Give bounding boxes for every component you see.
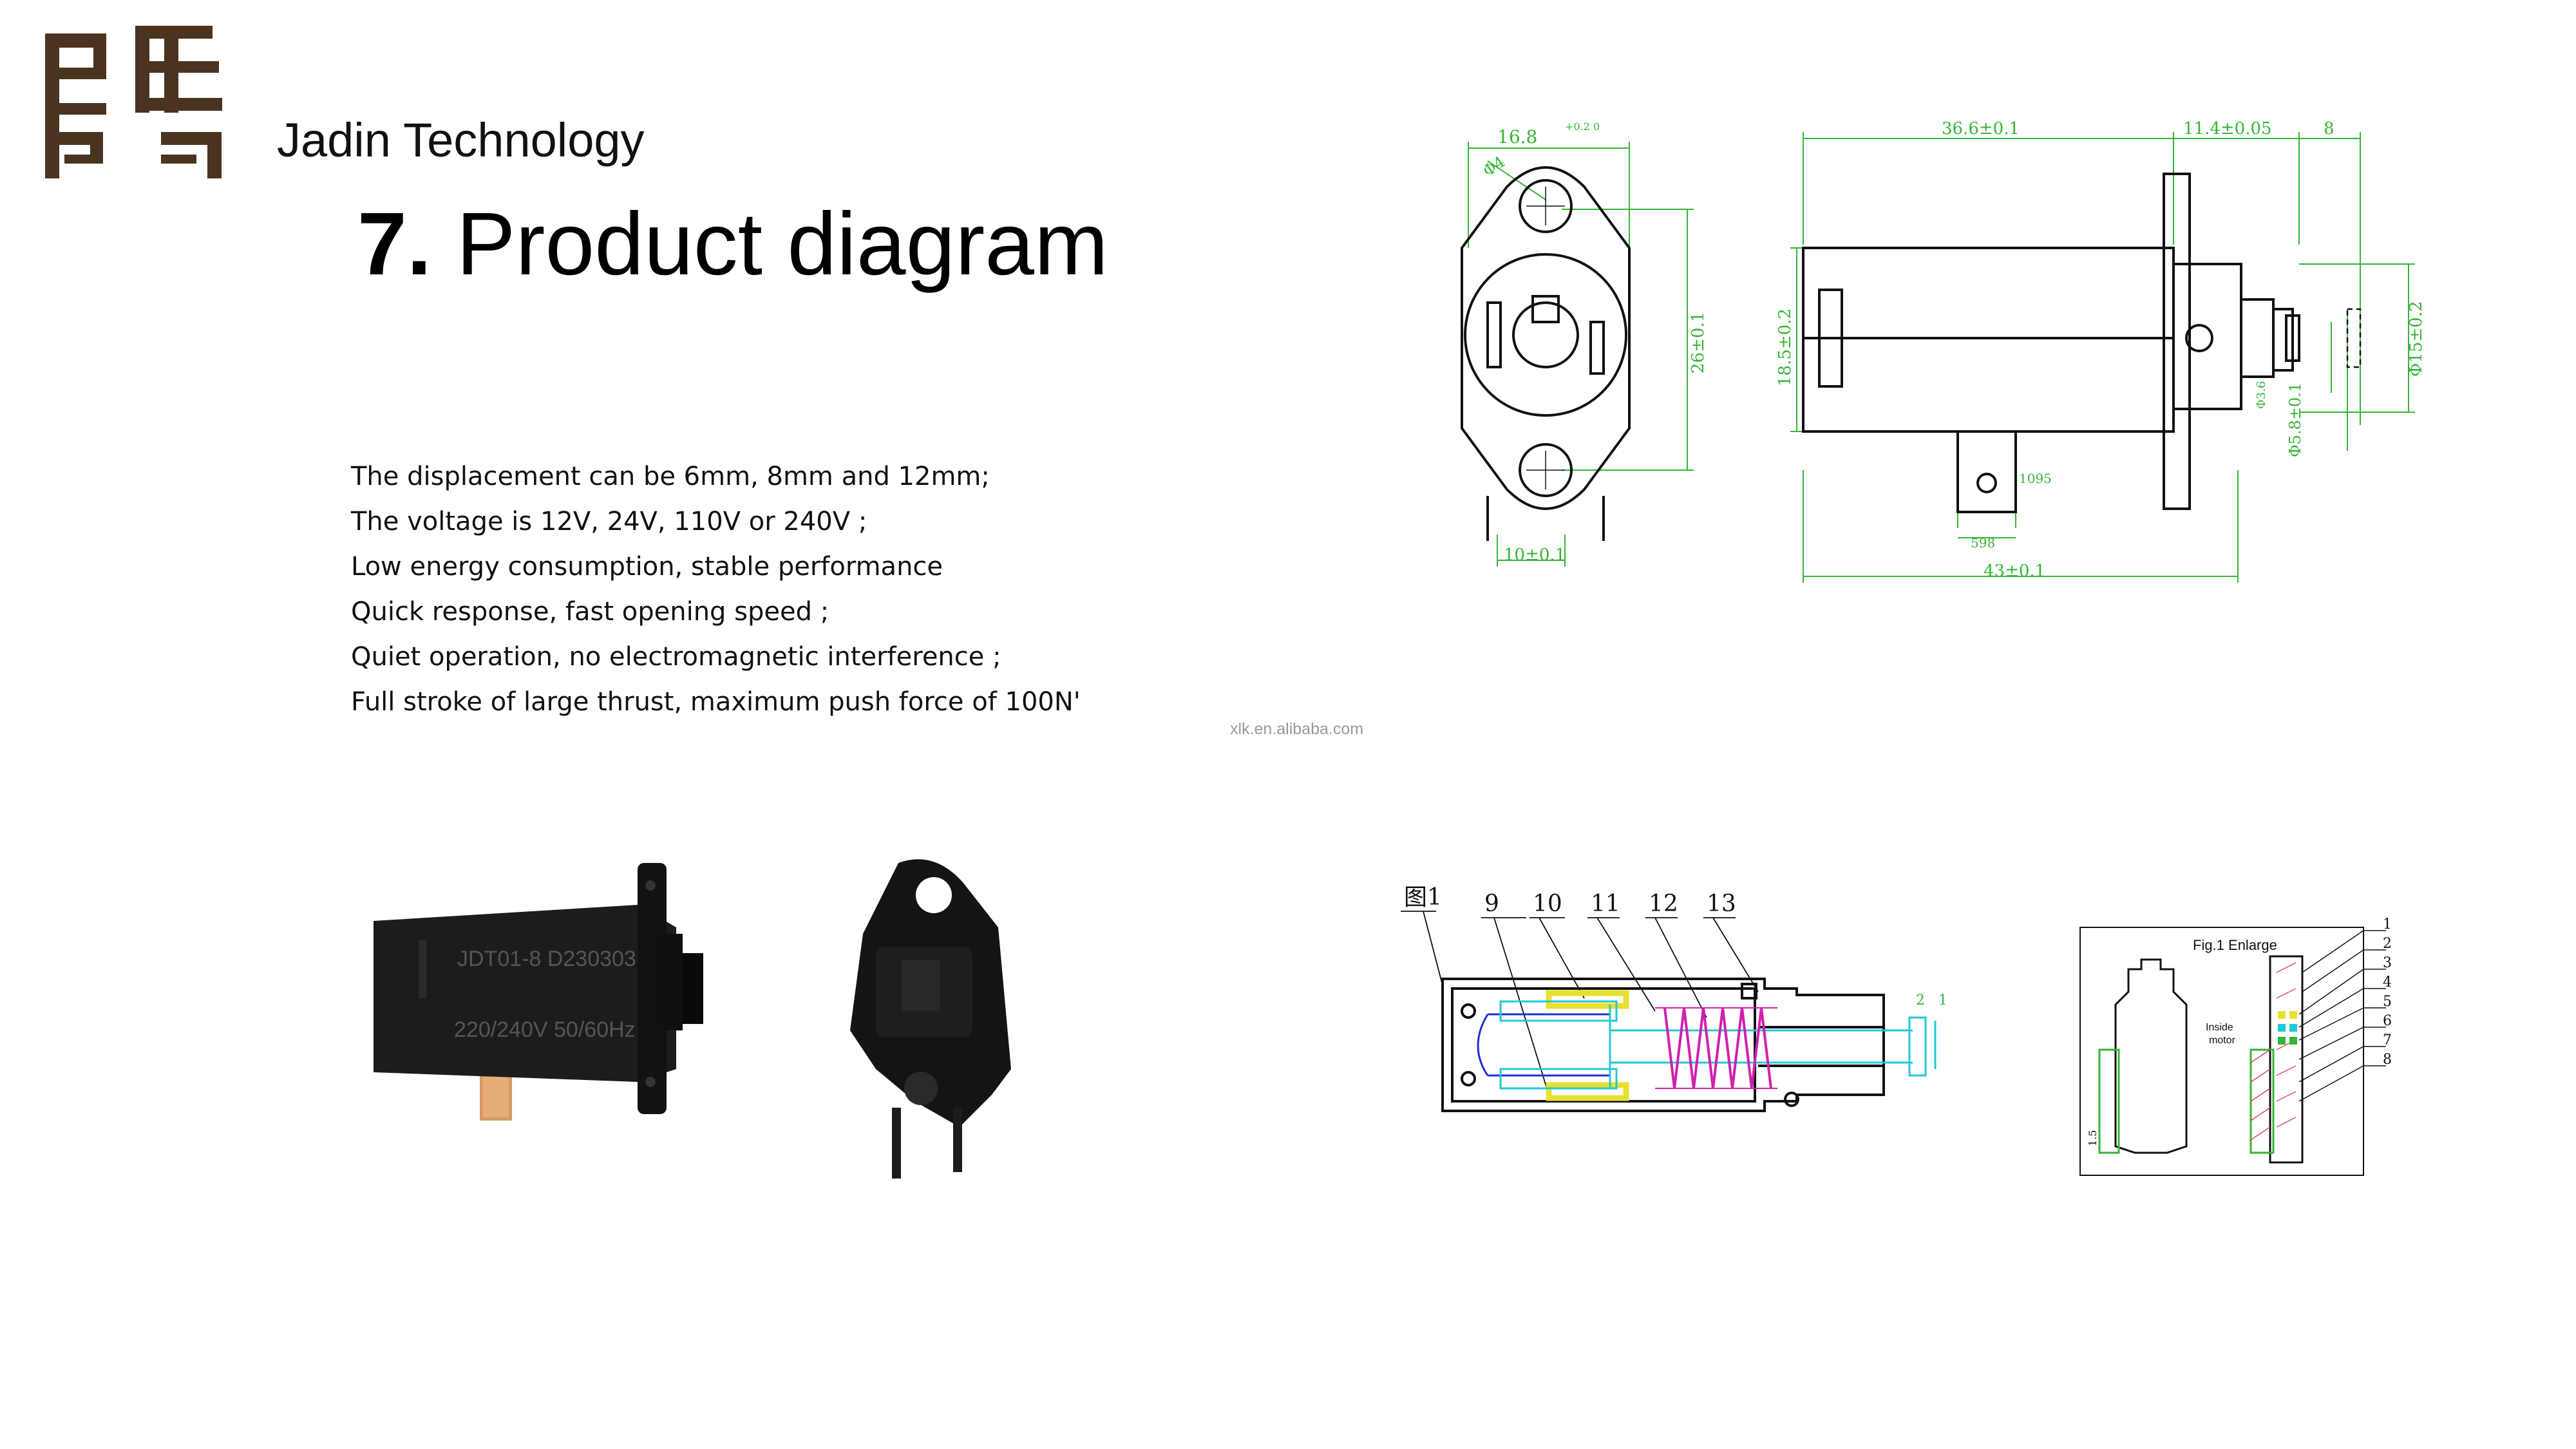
dim-front-width-tol: +0.2 0 (1565, 120, 1600, 133)
enlarge-callout-7: 7 (2383, 1032, 2392, 1048)
dim-stroke: 8 (2324, 119, 2334, 138)
feature-item: The displacement can be 6mm, 8mm and 12m… (351, 462, 990, 491)
dim-head-diameter: Φ15±0.2 (2407, 301, 2426, 377)
enlarge-callout-4: 4 (2383, 974, 2392, 990)
title-text: Product diagram (456, 194, 1108, 294)
enlarge-callout-3: 3 (2383, 955, 2392, 971)
section-callout-1: 1 (1938, 992, 1947, 1009)
dim-plunger-diameter: Φ5.8±0.1 (2286, 383, 2304, 457)
dim-terminal-height: 1095 (2019, 471, 2052, 486)
enlarge-view-drawing: Fig.1 Enlarge Inside motor 1.5 1 2 3 (2079, 916, 2392, 1176)
enlarge-callout-1: 1 (2383, 916, 2392, 933)
enlarge-dim-small: 1.5 (2087, 1130, 2099, 1146)
enlarge-callout-5: 5 (2383, 994, 2392, 1010)
product-label-model: JDT01-8 D230303 (457, 947, 636, 971)
title-number: 7. (357, 194, 432, 294)
side-view-drawing: 36.6±0.1 11.4±0.05 8 18.5±0.2 Φ3.6 Φ5.8±… (1776, 119, 2426, 583)
callout-12: 12 (1649, 891, 1678, 917)
callout-10: 10 (1533, 891, 1562, 917)
product-photo-front (850, 859, 1011, 1179)
enlarge-callout-8: 8 (2383, 1052, 2392, 1068)
watermark: xlk.en.alibaba.com (1230, 720, 1364, 738)
front-view-drawing: 16.8 +0.2 0 Φ4 26±0.1 10±0.1 (1461, 120, 1708, 567)
inside-label-2: motor (2209, 1035, 2236, 1046)
feature-list: The displacement can be 6mm, 8mm and 12m… (351, 454, 1081, 724)
dim-hole-diameter: Φ4 (1479, 153, 1508, 180)
product-photo-side: JDT01-8 D230303 220/240V 50/60Hz (374, 863, 703, 1121)
dim-overall-length: 43±0.1 (1984, 562, 2045, 581)
inside-label-1: Inside (2206, 1022, 2233, 1033)
feature-item: Quick response, fast opening speed ; (351, 597, 829, 627)
dim-front-length: 11.4±0.05 (2183, 119, 2272, 138)
enlarge-title: Fig.1 Enlarge (2193, 937, 2277, 953)
feature-item: Low energy consumption, stable performan… (351, 552, 943, 582)
dim-front-height: 26±0.1 (1689, 312, 1708, 374)
company-logo (45, 26, 222, 178)
enlarge-callout-6: 6 (2383, 1013, 2392, 1029)
page-title: 7. Product diagram (357, 193, 1108, 296)
dim-pin-spacing: 10±0.1 (1504, 545, 1566, 565)
dim-front-width: 16.8 (1497, 126, 1537, 147)
feature-item: Quiet operation, no electromagnetic inte… (351, 642, 1001, 672)
section-view-drawing: 图1 9 10 11 12 13 2 (1401, 884, 1947, 1112)
feature-item: The voltage is 12V, 24V, 110V or 240V ; (351, 507, 867, 536)
callout-11: 11 (1591, 891, 1620, 917)
feature-item: Full stroke of large thrust, maximum pus… (351, 687, 1081, 717)
company-name: Jadin Technology (277, 113, 645, 167)
dim-body-length: 36.6±0.1 (1942, 119, 2020, 138)
dim-body-height: 18.5±0.2 (1776, 308, 1795, 386)
enlarge-callout-2: 2 (2383, 936, 2392, 952)
dim-small-diameter: Φ3.6 (2255, 381, 2268, 409)
spring (1663, 1007, 1772, 1089)
section-callout-2: 2 (1916, 992, 1925, 1009)
fig-label: 图1 (1404, 884, 1442, 911)
callout-9: 9 (1484, 891, 1499, 917)
product-label-voltage: 220/240V 50/60Hz (454, 1018, 636, 1042)
callout-13: 13 (1707, 891, 1736, 917)
dim-terminal-width: 598 (1971, 535, 1995, 551)
